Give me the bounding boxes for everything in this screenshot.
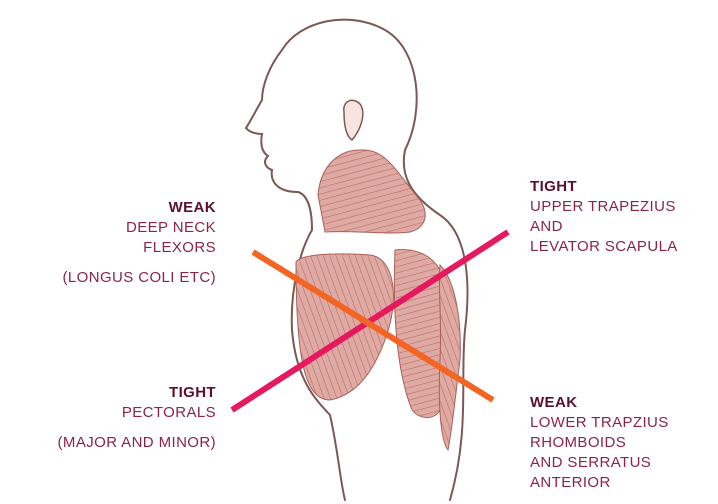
tight-upper-heading: TIGHT [530, 177, 678, 197]
tight-upper-label: TIGHT UPPER TRAPEZIUS AND LEVATOR SCAPUL… [530, 177, 678, 257]
weak-neck-line3: (LONGUS COLI ETC) [63, 268, 216, 288]
tight-upper-line2: AND [530, 217, 678, 237]
tight-pecs-line2: (MAJOR AND MINOR) [58, 433, 216, 453]
tight-upper-line1: UPPER TRAPEZIUS [530, 197, 678, 217]
tight-pecs-label: TIGHT PECTORALS (MAJOR AND MINOR) [58, 383, 216, 453]
tight-pecs-line1: PECTORALS [58, 403, 216, 423]
weak-lower-heading: WEAK [530, 393, 669, 413]
neck-muscles [318, 150, 425, 233]
weak-lower-line1: LOWER TRAPZIUS [530, 413, 669, 433]
weak-neck-heading: WEAK [63, 198, 216, 218]
tight-upper-line3: LEVATOR SCAPULA [530, 237, 678, 257]
weak-neck-line1: DEEP NECK [63, 218, 216, 238]
weak-neck-label: WEAK DEEP NECK FLEXORS (LONGUS COLI ETC) [63, 198, 216, 288]
weak-lower-label: WEAK LOWER TRAPZIUS RHOMBOIDS AND SERRAT… [530, 393, 669, 493]
weak-lower-line2: RHOMBOIDS [530, 433, 669, 453]
weak-lower-line4: ANTERIOR [530, 473, 669, 493]
ear [344, 100, 363, 140]
back-muscles [439, 265, 460, 450]
weak-neck-line2: FLEXORS [63, 238, 216, 258]
tight-pecs-heading: TIGHT [58, 383, 216, 403]
weak-lower-line3: AND SERRATUS [530, 453, 669, 473]
